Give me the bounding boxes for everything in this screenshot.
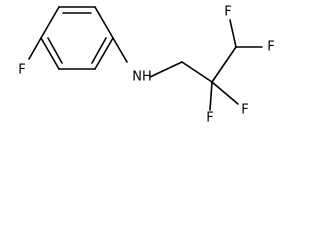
ring-bond [94,37,114,70]
bond-nitrogen-to-ch2 [149,61,183,78]
fluorine-atom-label-bottom-left: F [206,111,213,126]
benzene-ring [40,6,114,70]
fluorine-atom-label-top-right: F [267,40,274,55]
fluorine-atom-label-top-left: F [224,5,231,20]
nitrogen-atom-label: NH [132,70,152,85]
bond-cf2-to-fluorine-right [211,81,239,105]
chemical-structure-diagram: F NH F F F F [18,5,274,126]
bond-ring-to-fluorine [28,37,42,60]
fluorine-atom-label-bottom-right: F [241,103,248,118]
fluorine-atom-label-ring: F [18,63,25,78]
bond-cf2-to-chf2 [211,46,237,83]
bond-chf2-to-fluorine-top [229,19,237,48]
bond-ch2-to-cf2 [181,61,213,83]
ring-bond [40,6,60,39]
ring-bond [94,6,114,39]
ring-bond [40,37,60,70]
ring-double-bond [47,37,63,64]
bond-cf2-to-fluorine-left [209,81,213,111]
bond-ring-to-nitrogen [112,37,128,63]
ring-double-bond [91,37,107,64]
